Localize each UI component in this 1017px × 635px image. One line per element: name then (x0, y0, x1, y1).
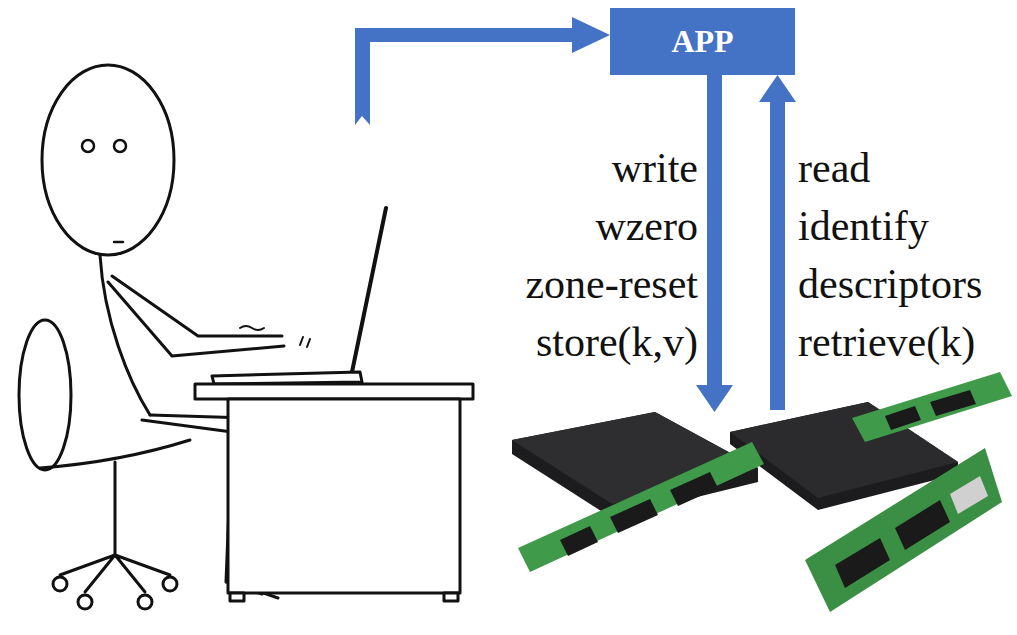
typing-mark (300, 337, 310, 347)
operation-label: descriptors (798, 261, 982, 307)
mouth (114, 241, 123, 244)
typing-mark (240, 326, 264, 330)
down-arrow (696, 75, 733, 412)
chip (560, 526, 598, 556)
chair-pole (114, 462, 117, 555)
operation-label: read (798, 145, 870, 191)
desk-foot (230, 593, 244, 601)
chip (835, 538, 890, 588)
laptop-screen (352, 208, 386, 372)
operation-label: wzero (595, 203, 698, 249)
flow-arrows (355, 17, 796, 412)
chip (885, 406, 921, 430)
operation-label: store(k,v) (536, 319, 698, 365)
box-label: APP (671, 23, 733, 60)
chair-back (19, 320, 71, 470)
pcb-card (805, 448, 1002, 612)
head (42, 65, 174, 255)
desk-foot (444, 593, 458, 601)
m2-stick (518, 442, 764, 572)
eye (82, 140, 94, 152)
arm (112, 276, 282, 336)
up-arrow (759, 75, 796, 410)
operation-label: retrieve(k) (798, 319, 975, 365)
chip (895, 500, 950, 550)
chip (670, 472, 718, 506)
desk-body (228, 399, 460, 593)
operation-label: write (612, 145, 698, 191)
chair-wheel (163, 577, 177, 591)
body (100, 255, 150, 415)
operation-label: zone-reset (525, 261, 698, 307)
stick-figure (19, 65, 473, 609)
chair-wheel (78, 595, 92, 609)
chair-wheel (138, 595, 152, 609)
chip (930, 390, 976, 416)
app-box: APP (610, 8, 795, 75)
chair-wheel (53, 577, 67, 591)
laptop-base (212, 372, 362, 384)
operation-label: identify (798, 203, 929, 249)
user-to-app-arrow (355, 17, 610, 125)
chip (610, 499, 658, 533)
ssd-illustration (512, 372, 1012, 612)
chair-base (60, 555, 170, 592)
eye (114, 140, 126, 152)
desk-top (195, 384, 473, 399)
chip (950, 476, 988, 514)
m2-stick (852, 372, 1012, 442)
